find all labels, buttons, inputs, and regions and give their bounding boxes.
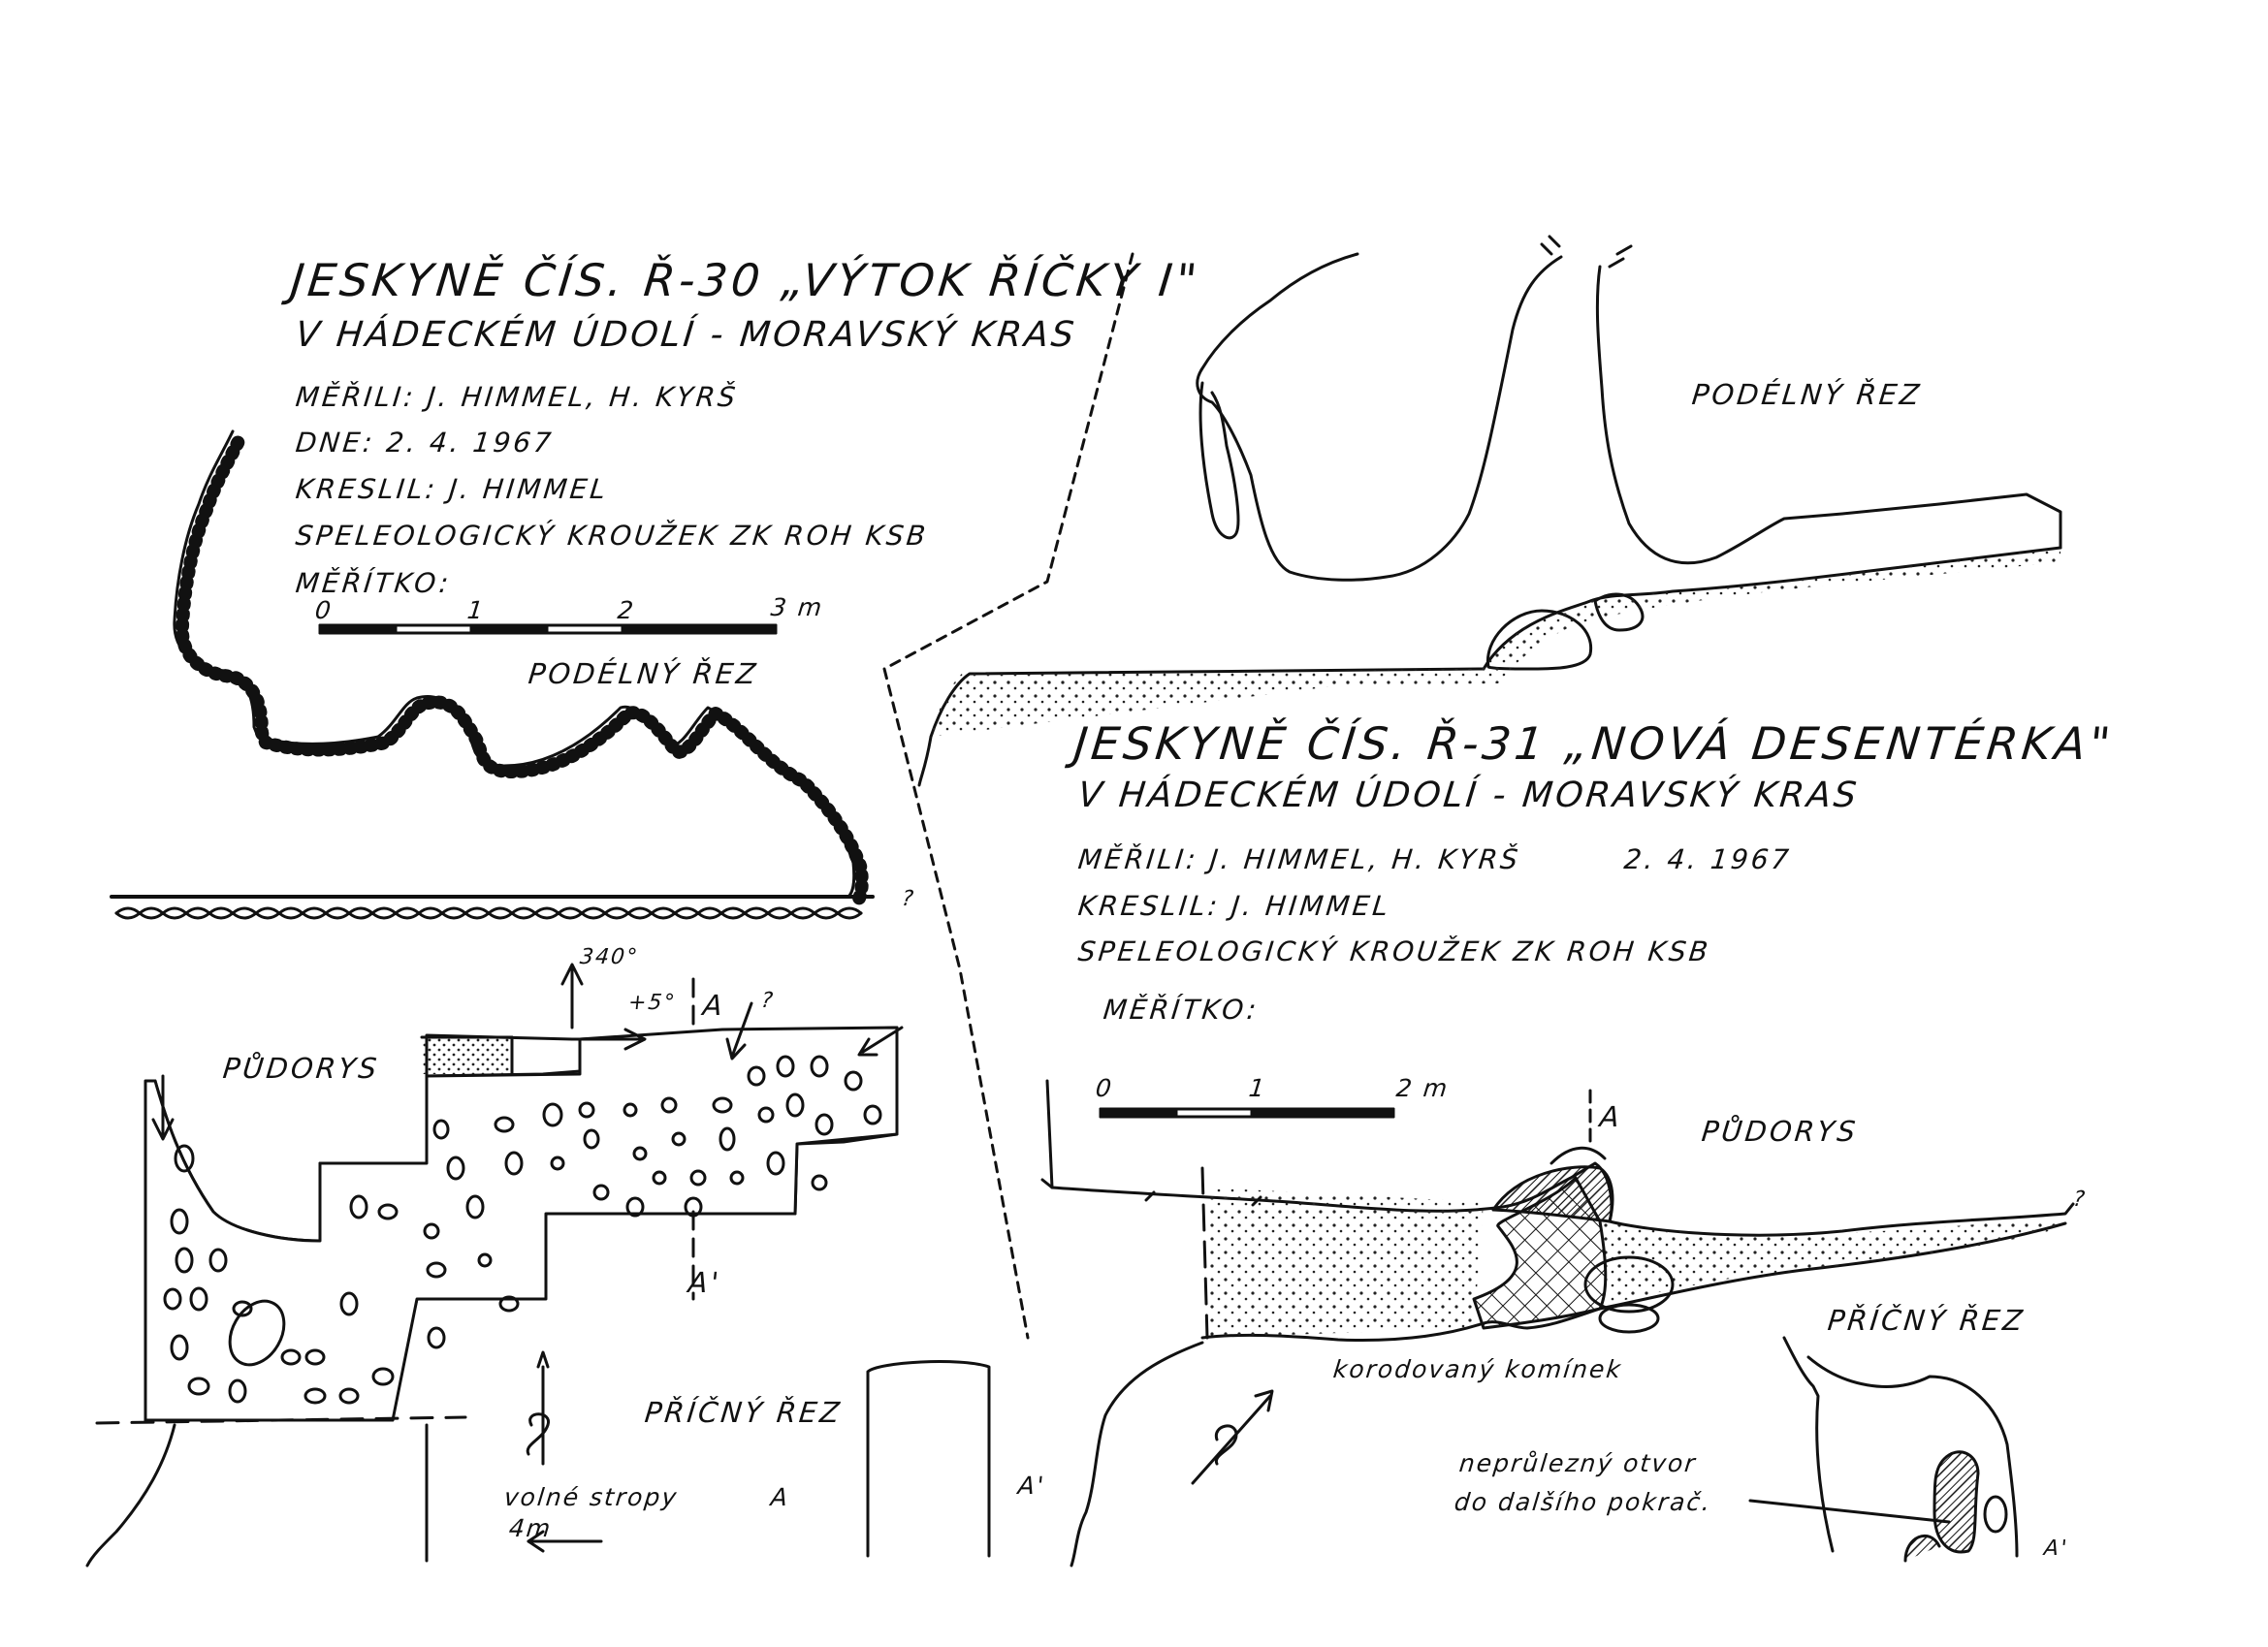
cave31-long-section (917, 235, 2062, 787)
cave31-scale-tick-1: 1 (1247, 1074, 1268, 1102)
cave31-title: JESKYNĚ ČÍS. Ř-31 „NOVÁ DESENTÉRKA" (1071, 717, 2117, 770)
cave30-section-a-prime: A' (687, 1266, 723, 1299)
cave30-date: DNE: 2. 4. 1967 (294, 427, 556, 459)
cave31-unknown: ? (2071, 1188, 2089, 1212)
cave30-scale-tick-1: 1 (465, 596, 487, 624)
separator-left (882, 252, 1134, 671)
cave30-plan (85, 963, 904, 1568)
cave31-section-a: A (1598, 1100, 1624, 1133)
cave30-cross-a-prime: A' (1016, 1472, 1047, 1500)
cave31-long-section-label: PODÉLNÝ ŘEZ (1690, 378, 1924, 411)
cave30-scale-label: MĚŘÍTKO: (294, 567, 454, 599)
cave30-drawn: KRESLIL: J. HIMMEL (294, 473, 610, 505)
cave30-bearing: 340° (578, 945, 641, 969)
cave31-scale-bar (1099, 1107, 1395, 1119)
cave30-slope: +5° (626, 991, 678, 1015)
cave31-plan (1040, 1079, 2075, 1568)
cave30-long-section (110, 429, 875, 920)
cave30-scale-tick-2: 2 (616, 596, 637, 624)
cave31-long-dotted-floor (970, 548, 2060, 688)
cave30-club: SPELEOLOGICKÝ KROUŽEK ZK ROH KSB (294, 520, 930, 552)
cave31-opening-note-1: neprůlezný otvor (1457, 1449, 1699, 1477)
cave31-scale-label: MĚŘÍTKO: (1102, 994, 1262, 1026)
cave31-opening-note-2: do dalšího pokrač. (1453, 1488, 1713, 1516)
cave30-cross-section-label: PŘÍČNÝ ŘEZ (643, 1396, 845, 1429)
cave30-long-section-label: PODÉLNÝ ŘEZ (527, 657, 760, 690)
cave31-plan-label: PŮDORYS (1700, 1115, 1860, 1148)
cave31-scale-tick-2: 2 m (1394, 1074, 1451, 1102)
cave31-chimney-note: korodovaný komínek (1331, 1355, 1624, 1383)
cave31-cross-a-prime: A' (2042, 1536, 2070, 1561)
cave31-date: 2. 4. 1967 (1622, 843, 1794, 875)
cave30-unknown-1: ? (759, 989, 777, 1013)
cave30-cross-section (526, 1350, 991, 1558)
cave30-surveyed: MĚŘILI: J. HIMMEL, H. KYRŠ (294, 381, 740, 413)
cave31-cross-section-label: PŘÍČNÝ ŘEZ (1826, 1304, 2028, 1337)
cave30-plan-blocks (163, 1055, 882, 1405)
cave30-cross-a: A (769, 1483, 791, 1511)
cave30-ceiling-note: volné stropy (502, 1483, 680, 1511)
cave31-cross-section (1748, 1336, 2019, 1563)
cave30-plan-label: PŮDORYS (221, 1052, 381, 1085)
cave30-unknown-2: ? (900, 887, 917, 911)
cave31-scale-tick-0: 0 (1094, 1074, 1115, 1102)
cave31-drawn: KRESLIL: J. HIMMEL (1076, 890, 1392, 922)
cave30-subtitle: V HÁDECKÉM ÚDOLÍ - MORAVSKÝ KRAS (293, 315, 1079, 355)
cave31-surveyed: MĚŘILI: J. HIMMEL, H. KYRŠ (1076, 843, 1522, 875)
cave30-scale-tick-3: 3 m (769, 593, 825, 621)
cave30-scale-tick-0: 0 (313, 596, 335, 624)
cave30-scale-bar (318, 623, 778, 635)
cave30-length-note: 4m (507, 1514, 554, 1542)
separator-right (882, 667, 1030, 1340)
cave30-section-a-top: A (701, 989, 727, 1022)
cave30-title: JESKYNĚ ČÍS. Ř-30 „VÝTOK ŘÍČKY I" (288, 254, 1203, 306)
cave31-club: SPELEOLOGICKÝ KROUŽEK ZK ROH KSB (1076, 935, 1712, 967)
cave31-subtitle: V HÁDECKÉM ÚDOLÍ - MORAVSKÝ KRAS (1075, 776, 1862, 815)
